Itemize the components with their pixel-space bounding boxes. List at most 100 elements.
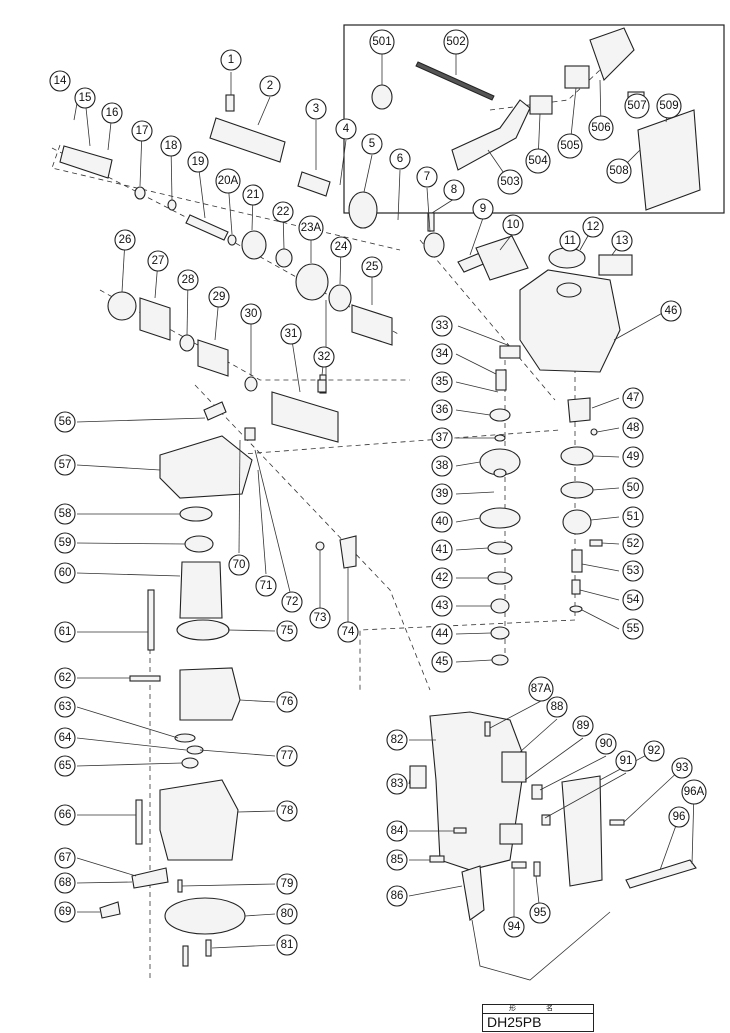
callout-number: 79 xyxy=(281,878,294,890)
callout-circle xyxy=(431,371,453,393)
callout-number: 8 xyxy=(451,184,457,196)
callout-53: 53 xyxy=(622,560,644,582)
callout-circle xyxy=(622,533,644,555)
callout-number: 44 xyxy=(436,628,449,640)
callout-number: 18 xyxy=(165,140,178,152)
part-drawings xyxy=(59,27,701,981)
callout-number: 21 xyxy=(247,189,260,201)
callout-number: 23A xyxy=(301,222,322,234)
callout-number: 68 xyxy=(59,877,72,889)
callout-circle xyxy=(656,93,682,119)
callout-number: 27 xyxy=(152,255,165,267)
callout-circle xyxy=(309,607,331,629)
callout-90: 90 xyxy=(595,733,617,755)
callout-circle xyxy=(622,560,644,582)
callout-71: 71 xyxy=(255,575,277,597)
callout-circle xyxy=(54,755,76,777)
callout-23a: 23A xyxy=(298,215,324,241)
callout-number: 77 xyxy=(281,750,294,762)
callout-circle xyxy=(280,323,302,345)
callout-number: 31 xyxy=(285,328,298,340)
callout-circle xyxy=(361,256,383,278)
callout-67: 67 xyxy=(54,847,76,869)
callout-number: 36 xyxy=(436,404,449,416)
callout-93: 93 xyxy=(671,757,693,779)
callout-circle xyxy=(431,623,453,645)
callout-circle xyxy=(54,696,76,718)
callout-number: 10 xyxy=(507,219,520,231)
callout-number: 29 xyxy=(213,291,226,303)
callout-circle xyxy=(187,151,209,173)
model-number: DH25PB xyxy=(487,1014,542,1030)
callout-30: 30 xyxy=(240,303,262,325)
callout-number: 39 xyxy=(436,488,449,500)
callout-number: 65 xyxy=(59,760,72,772)
callout-number: 4 xyxy=(343,123,350,135)
callout-circle xyxy=(497,169,523,195)
callout-number: 46 xyxy=(665,305,678,317)
callout-number: 38 xyxy=(436,460,449,472)
callout-circle xyxy=(54,532,76,554)
callout-circle xyxy=(431,427,453,449)
callout-number: 56 xyxy=(59,416,72,428)
callout-circle xyxy=(416,166,438,188)
callout-circle xyxy=(276,934,298,956)
callout-number: 17 xyxy=(136,125,149,137)
callout-number: 66 xyxy=(59,809,72,821)
callout-32: 32 xyxy=(313,346,335,368)
callout-circle xyxy=(255,575,277,597)
callout-2: 2 xyxy=(259,75,281,97)
callout-circle xyxy=(177,269,199,291)
callout-circle xyxy=(643,740,665,762)
callout-number: 92 xyxy=(648,745,661,757)
callout-circle xyxy=(54,667,76,689)
callout-number: 58 xyxy=(59,508,72,520)
callout-number: 60 xyxy=(59,567,72,579)
callout-number: 55 xyxy=(627,623,640,635)
callout-66: 66 xyxy=(54,804,76,826)
callout-number: 47 xyxy=(627,392,640,404)
callout-22: 22 xyxy=(272,201,294,223)
callout-64: 64 xyxy=(54,727,76,749)
callout-circle xyxy=(215,168,241,194)
callout-circle xyxy=(546,696,568,718)
callout-number: 91 xyxy=(620,755,633,767)
callout-11: 11 xyxy=(559,230,581,252)
callout-number: 34 xyxy=(436,348,449,360)
callout-number: 45 xyxy=(436,656,449,668)
callout-number: 26 xyxy=(119,234,132,246)
callout-19: 19 xyxy=(187,151,209,173)
callout-number: 19 xyxy=(192,156,205,168)
callout-circle xyxy=(559,230,581,252)
callout-46: 46 xyxy=(660,300,682,322)
callout-number: 5 xyxy=(369,138,375,150)
callout-circle xyxy=(622,477,644,499)
callout-number: 86 xyxy=(391,890,404,902)
callout-circle xyxy=(472,198,494,220)
callout-circle xyxy=(624,93,650,119)
title-block: 形 名 DH25PB xyxy=(482,1004,594,1032)
callout-number: 43 xyxy=(436,600,449,612)
callout-circle xyxy=(272,201,294,223)
callout-80: 80 xyxy=(276,903,298,925)
callout-number: 96A xyxy=(684,786,705,798)
callout-52: 52 xyxy=(622,533,644,555)
callout-20a: 20A xyxy=(215,168,241,194)
callout-number: 74 xyxy=(342,626,355,638)
callout-number: 28 xyxy=(182,274,195,286)
callout-number: 3 xyxy=(313,103,319,115)
callout-21: 21 xyxy=(242,184,264,206)
callout-number: 84 xyxy=(391,825,404,837)
callout-number: 82 xyxy=(391,734,404,746)
callout-number: 94 xyxy=(508,921,521,933)
callout-70: 70 xyxy=(228,554,250,576)
callout-number: 67 xyxy=(59,852,72,864)
callout-number: 95 xyxy=(534,907,547,919)
callout-number: 22 xyxy=(277,206,290,218)
callout-circle xyxy=(54,503,76,525)
callout-83: 83 xyxy=(386,773,408,795)
callout-circle xyxy=(386,885,408,907)
callout-26: 26 xyxy=(114,229,136,251)
title-block-header: 形 名 xyxy=(483,1005,593,1014)
